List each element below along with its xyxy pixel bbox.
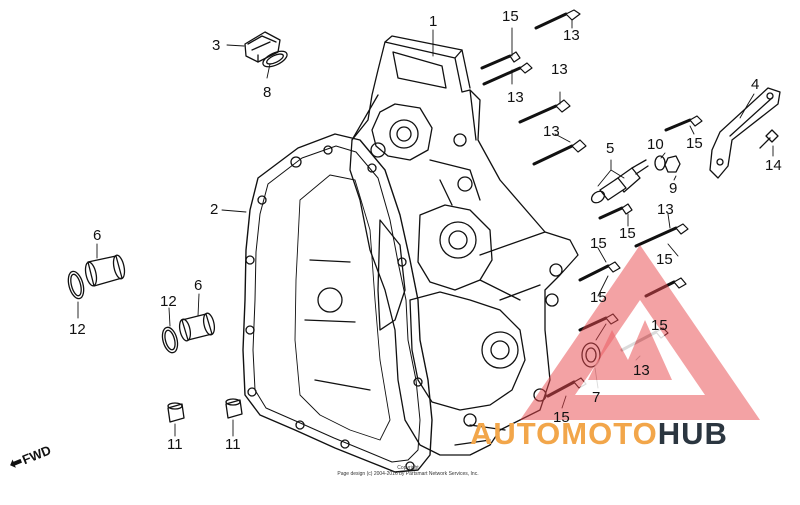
bolt-13-e xyxy=(634,223,689,248)
washer-part-10 xyxy=(654,155,666,171)
callout-1: 1 xyxy=(429,13,438,30)
bolt-15-d xyxy=(578,261,621,282)
callout-14: 14 xyxy=(765,157,782,174)
o-ring-part-8 xyxy=(262,50,288,68)
callout-13-a: 13 xyxy=(563,27,580,44)
watermark-part-2: HUB xyxy=(657,416,728,451)
callout-11-right: 11 xyxy=(225,436,241,453)
callout-13-c: 13 xyxy=(551,61,568,78)
o-ring-part-12-upper xyxy=(67,270,85,300)
callout-12-right: 12 xyxy=(160,293,177,310)
bolt-15-c xyxy=(598,203,633,220)
watermark-logo xyxy=(520,245,760,420)
bolt-15-b xyxy=(664,115,703,132)
copyright-notice: Copyright Page design (c) 2004-2016 by P… xyxy=(313,465,503,477)
callout-10: 10 xyxy=(647,136,664,153)
transmission-case xyxy=(349,35,579,456)
callout-12-left: 12 xyxy=(69,321,86,338)
bolt-15-a xyxy=(480,51,521,70)
bolt-13-b xyxy=(482,62,533,86)
copyright-line-1: Copyright xyxy=(397,465,419,471)
callout-13-d: 13 xyxy=(543,123,560,140)
bolt-13-d xyxy=(532,139,587,166)
callout-13-f: 13 xyxy=(633,362,650,379)
leader-lines xyxy=(77,19,774,437)
plug-part-3 xyxy=(244,31,281,63)
callout-15-c: 15 xyxy=(619,225,636,242)
callout-4: 4 xyxy=(751,76,760,93)
callout-8: 8 xyxy=(263,84,272,101)
callout-6-upper: 6 xyxy=(93,227,102,244)
bolt-part-14 xyxy=(759,129,779,149)
sensor-part-5 xyxy=(590,159,649,204)
callout-7: 7 xyxy=(592,389,601,406)
callout-15-d: 15 xyxy=(590,235,607,252)
callout-13-e: 13 xyxy=(657,201,674,218)
sleeve-part-6-lower xyxy=(178,312,216,342)
callout-13-b: 13 xyxy=(507,89,524,106)
callout-15-f: 15 xyxy=(590,289,607,306)
o-ring-part-12-lower xyxy=(161,326,179,354)
bracket-part-4 xyxy=(709,87,781,179)
bolt-13-a xyxy=(534,9,581,30)
case-gasket xyxy=(242,133,433,473)
callout-15-g: 15 xyxy=(651,317,668,334)
sleeve-part-6-upper xyxy=(84,254,126,287)
callout-11-left: 11 xyxy=(167,436,183,453)
callout-9: 9 xyxy=(669,180,678,197)
dowel-part-11-left xyxy=(167,402,185,423)
watermark-part-1: AUTOMOTO xyxy=(470,416,658,451)
callout-15-h: 15 xyxy=(553,409,570,426)
callout-15-e: 15 xyxy=(656,251,673,268)
nut-part-9 xyxy=(664,155,681,173)
watermark-text: AUTOMOTOHUB xyxy=(470,416,728,452)
copyright-line-2: Page design (c) 2004-2016 by Partsmart N… xyxy=(337,471,479,477)
callout-6-lower: 6 xyxy=(194,277,203,294)
callout-2: 2 xyxy=(210,201,219,218)
callout-15-b: 15 xyxy=(686,135,703,152)
callout-3: 3 xyxy=(212,37,221,54)
callout-15-a: 15 xyxy=(502,8,519,25)
dowel-part-11-right xyxy=(225,398,243,419)
bolt-13-c xyxy=(518,99,571,124)
callout-5: 5 xyxy=(606,140,615,157)
